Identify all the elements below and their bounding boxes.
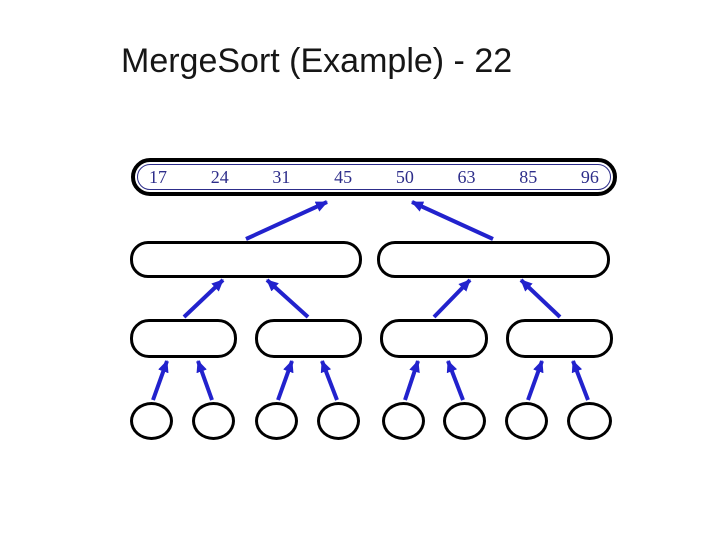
- tree-node-root: 17 24 31 45 50 63 85 96: [131, 158, 617, 196]
- tree-node-root-values: 17 24 31 45 50 63 85 96: [137, 164, 611, 190]
- tree-leaf-7: [505, 402, 548, 440]
- page-title: MergeSort (Example) - 22: [121, 42, 513, 80]
- tree-leaf-2: [192, 402, 235, 440]
- arrow-up: [276, 360, 294, 401]
- arrow-up: [151, 360, 169, 401]
- tree-leaf-1: [130, 402, 173, 440]
- arrow-up: [196, 360, 214, 401]
- array-value: 50: [395, 166, 414, 187]
- arrow-up: [571, 360, 590, 401]
- array-value: 31: [272, 166, 291, 187]
- tree-leaf-6: [443, 402, 486, 440]
- tree-node-level3-4: [506, 319, 613, 358]
- array-value: 96: [580, 166, 599, 187]
- arrow-up: [403, 360, 420, 401]
- tree-leaf-8: [567, 402, 612, 440]
- tree-node-level3-3: [380, 319, 488, 358]
- array-value: 45: [334, 166, 353, 187]
- arrow-up: [320, 360, 339, 401]
- tree-node-level2-left: [130, 241, 362, 278]
- arrow-up: [245, 200, 328, 241]
- tree-leaf-3: [255, 402, 298, 440]
- arrow-up: [411, 200, 494, 241]
- arrow-up: [182, 278, 225, 319]
- arrow-up: [519, 278, 562, 319]
- tree-node-level2-right: [377, 241, 610, 278]
- array-value: 63: [457, 166, 476, 187]
- arrow-up: [526, 360, 544, 401]
- array-value: 17: [149, 166, 167, 187]
- arrow-up: [446, 360, 465, 401]
- tree-node-level3-1: [130, 319, 237, 358]
- tree-leaf-5: [382, 402, 425, 440]
- arrow-up: [432, 278, 472, 319]
- tree-leaf-4: [317, 402, 360, 440]
- array-value: 24: [210, 166, 229, 187]
- tree-node-level3-2: [255, 319, 362, 358]
- array-value: 85: [519, 166, 538, 187]
- arrow-up: [265, 278, 310, 319]
